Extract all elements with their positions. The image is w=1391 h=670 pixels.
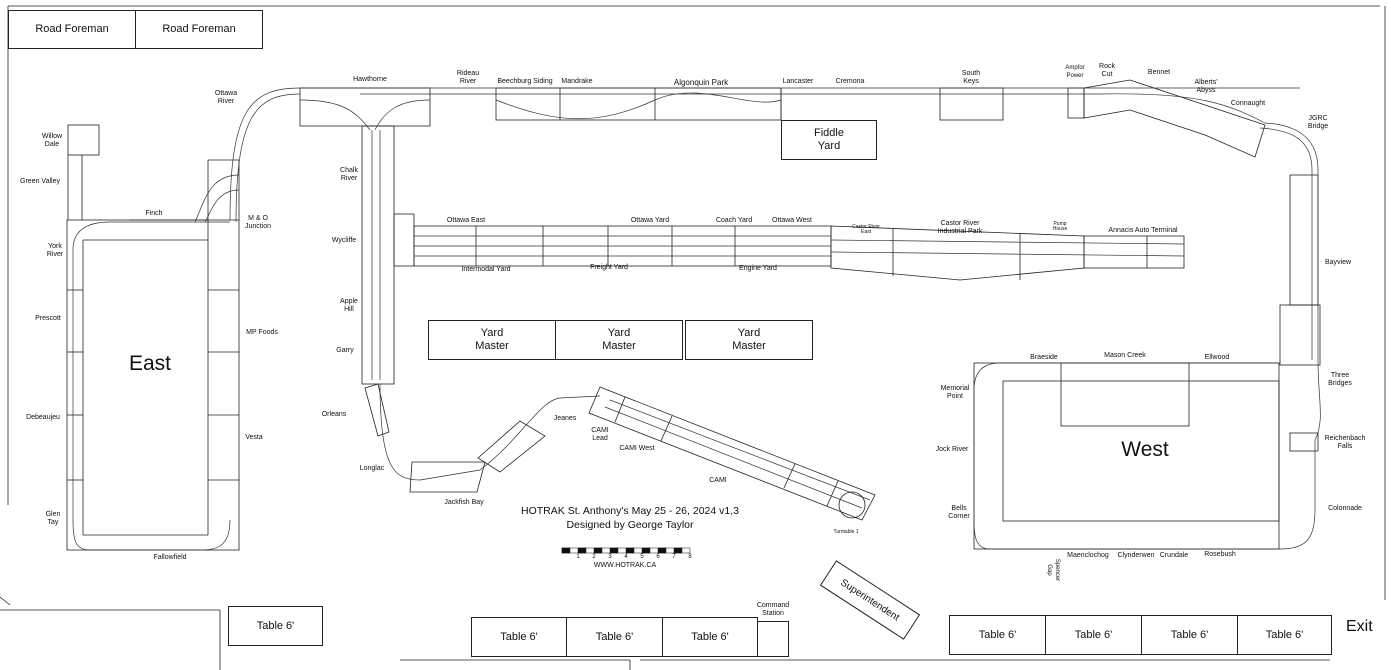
yard-master-box-3: Yard Master xyxy=(685,320,813,360)
station-maenclochog: Maenclochog xyxy=(1067,552,1109,559)
station-cami-lead: CAMI Lead xyxy=(591,427,609,442)
station-ottawa-east: Ottawa East xyxy=(446,217,486,224)
scale-2: 2 xyxy=(592,554,596,560)
scale-5: 5 xyxy=(640,554,644,560)
west-section-label: West xyxy=(1121,438,1169,461)
station-cami: CAMI xyxy=(709,477,727,484)
scale-8: 8 xyxy=(688,554,692,560)
command-station-box xyxy=(757,621,789,657)
station-three-bridges: Three Bridges xyxy=(1328,372,1352,387)
station-ottawa-west: Ottawa West xyxy=(772,217,812,224)
station-chalk-river: Chalk River xyxy=(340,167,358,182)
station-ottawa-yard: Ottawa Yard xyxy=(630,217,670,224)
station-jock-river: Jock River xyxy=(935,446,969,453)
east-section-label: East xyxy=(128,352,172,375)
station-annacis-auto-terminal: Annacis Auto Terminal xyxy=(1108,227,1178,234)
table-6ft-5: Table 6' xyxy=(949,615,1046,655)
station-intermodal-yard: Intermodal Yard xyxy=(461,266,511,273)
station-cami-west: CAMI West xyxy=(619,445,655,452)
station-jgrc-bridge: JGRC Bridge xyxy=(1307,115,1329,130)
station-braeside: Braeside xyxy=(1030,354,1058,361)
station-hawthorne: Hawthorne xyxy=(353,76,387,83)
station-command-station: Command Station xyxy=(756,602,790,617)
table-6ft-3: Table 6' xyxy=(566,617,663,657)
station-bells-corner: Bells Corner xyxy=(948,505,970,520)
station-mp-foods: MP Foods xyxy=(246,329,278,336)
station-orleans: Orleans xyxy=(321,411,347,418)
station-turntable: Turntable 1 xyxy=(833,529,859,535)
fiddle-yard-box: Fiddle Yard xyxy=(781,120,877,160)
station-willow-dale: Willow Dale xyxy=(41,133,63,148)
website-label: WWW.HOTRAK.CA xyxy=(593,562,657,569)
table-6ft-1: Table 6' xyxy=(228,606,323,646)
station-coach-yard: Coach Yard xyxy=(715,217,753,224)
station-cremona: Cremona xyxy=(835,78,865,85)
station-rosebush: Rosebush xyxy=(1204,551,1236,558)
station-ellwood: Ellwood xyxy=(1204,354,1230,361)
station-crundale: Crundale xyxy=(1159,552,1189,559)
station-mandrake: Mandrake xyxy=(561,78,593,85)
table-6ft-6: Table 6' xyxy=(1045,615,1142,655)
station-glen-tay: Glen Tay xyxy=(45,511,61,526)
station-beechburg-siding: Beechburg Siding xyxy=(497,78,553,85)
station-mason-creek: Mason Creek xyxy=(1104,352,1146,359)
station-clynderwen: Clynderwen xyxy=(1117,552,1155,559)
station-ampfor-power: Ampfor Power xyxy=(1065,65,1085,79)
station-alberts-abyss: Alberts' Abyss xyxy=(1194,79,1218,94)
table-6ft-4: Table 6' xyxy=(662,617,758,657)
scale-4: 4 xyxy=(624,554,628,560)
station-spencer-gap: Spencer Gap xyxy=(1046,558,1060,582)
station-reichenbach-falls: Reichenbach Falls xyxy=(1324,435,1366,450)
table-6ft-8: Table 6' xyxy=(1237,615,1332,655)
road-foreman-box-2: Road Foreman xyxy=(135,10,263,49)
station-engine-yard: Engine Yard xyxy=(739,265,777,272)
event-title: HOTRAK St. Anthony's May 25 - 26, 2024 v… xyxy=(521,505,739,517)
yard-master-box-2: Yard Master xyxy=(555,320,683,360)
station-bennet: Bennet xyxy=(1147,69,1171,76)
station-algonquin-park: Algonquin Park xyxy=(673,78,729,87)
station-longlac: Longlac xyxy=(359,465,385,472)
station-m-o-junction: M & O Junction xyxy=(244,215,272,230)
station-rock-cut: Rock Cut xyxy=(1099,63,1115,78)
station-connaught: Connaught xyxy=(1230,100,1266,107)
station-debeaujeu: Debeaujeu xyxy=(26,414,60,421)
station-castor-river-industrial-park: Castor River Industrial Park xyxy=(937,220,983,235)
road-foreman-box-1: Road Foreman xyxy=(8,10,136,49)
station-york-river: York River xyxy=(46,243,64,258)
station-castor-river-east: Castor River East xyxy=(852,224,880,235)
station-garry: Garry xyxy=(336,347,354,354)
station-lancaster: Lancaster xyxy=(782,78,814,85)
station-colonnade: Colonnade xyxy=(1328,505,1362,512)
scale-1: 1 xyxy=(576,554,580,560)
station-rideau-river: Rideau River xyxy=(456,70,480,85)
scale-6: 6 xyxy=(656,554,660,560)
exit-label: Exit xyxy=(1346,618,1373,635)
station-fallowfield: Fallowfield xyxy=(153,554,187,561)
station-finch: Finch xyxy=(145,210,163,217)
station-green-valley: Green Valley xyxy=(20,178,60,185)
station-jackfish-bay: Jackfish Bay xyxy=(444,499,484,506)
station-wycliffe: Wycliffe xyxy=(331,237,357,244)
station-jeanes: Jeanes xyxy=(553,415,577,422)
table-6ft-2: Table 6' xyxy=(471,617,567,657)
station-ottawa-river: Ottawa River xyxy=(214,90,238,105)
station-south-keys: South Keys xyxy=(961,70,981,85)
station-bayview: Bayview xyxy=(1324,259,1352,266)
station-apple-hill: Apple Hill xyxy=(340,298,358,313)
yard-master-box-1: Yard Master xyxy=(428,320,556,360)
station-vesta: Vesta xyxy=(245,434,263,441)
station-prescott: Prescott xyxy=(35,315,61,322)
station-pump-house: Pump House xyxy=(1052,221,1068,232)
scale-7: 7 xyxy=(672,554,676,560)
scale-3: 3 xyxy=(608,554,612,560)
station-freight-yard: Freight Yard xyxy=(590,264,628,271)
designer-credit: Designed by George Taylor xyxy=(566,519,694,531)
station-memorial-point: Memorial Point xyxy=(940,385,970,400)
table-6ft-7: Table 6' xyxy=(1141,615,1238,655)
